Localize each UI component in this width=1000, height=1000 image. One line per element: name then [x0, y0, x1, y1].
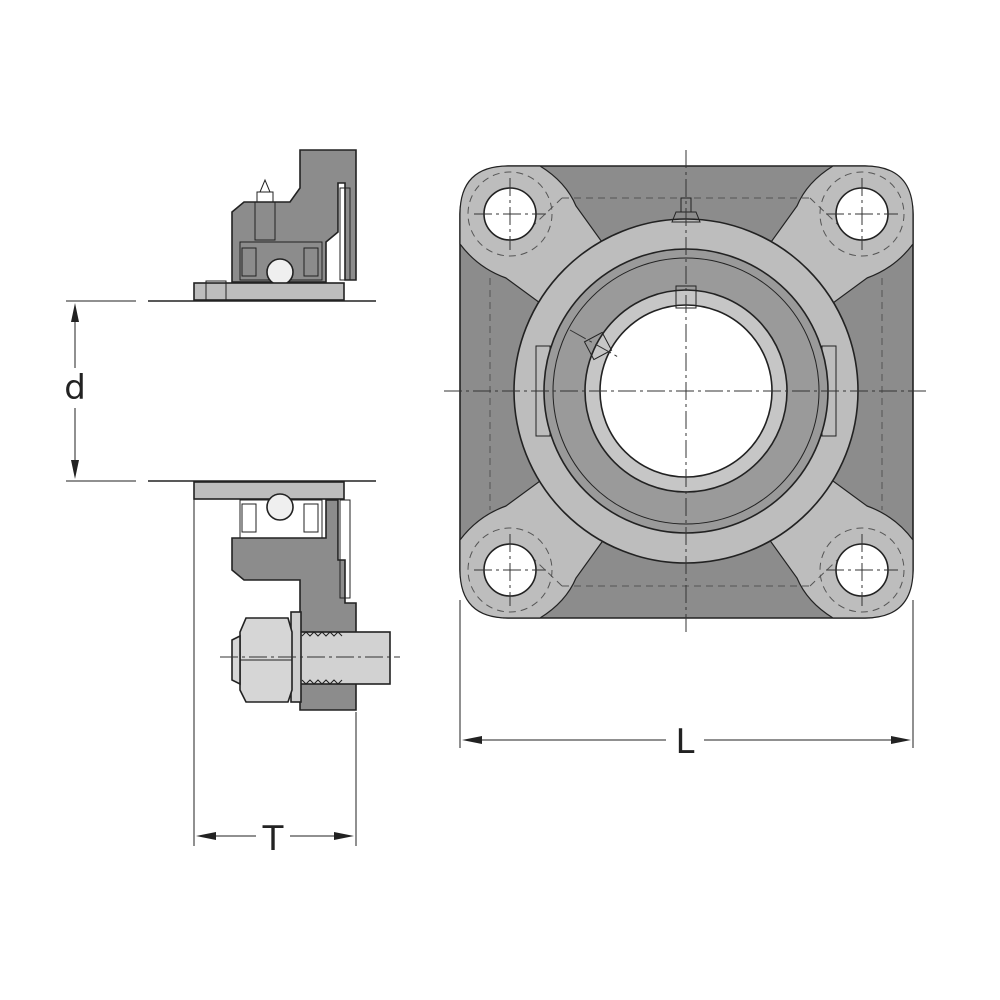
lower-inner-ring [193, 481, 345, 500]
upper-ball-icon [266, 258, 294, 286]
upper-set-screw-icon [205, 280, 227, 301]
length-dimension: L [459, 600, 914, 762]
mounting-bolt-icon [220, 611, 400, 703]
upper-bearing-seal-right [303, 247, 319, 277]
front-view: L [444, 150, 928, 762]
hidden-boss-br [819, 527, 905, 613]
hidden-boss-bl [467, 527, 553, 613]
upper-housing-slot [339, 187, 351, 281]
hidden-boss-tr [819, 171, 905, 257]
bore-dimension-label: d [64, 368, 86, 408]
hidden-boss-tl [467, 171, 553, 257]
set-screw-side-icon [583, 331, 613, 361]
upper-housing-section [231, 149, 357, 283]
length-dimension-label: L [676, 722, 695, 762]
lower-bearing-seal-left [241, 503, 257, 533]
upper-inner-ring [193, 282, 345, 301]
set-screw-axis [569, 329, 621, 359]
lower-ball-icon [266, 493, 294, 521]
width-dimension: T [193, 490, 357, 859]
bolt-hole-centerlines [474, 178, 898, 606]
lower-housing-slot [339, 499, 351, 599]
grease-nipple-upper-icon [254, 178, 276, 241]
upper-bearing-seal-left [241, 247, 257, 277]
lower-bearing-seal-right [303, 503, 319, 533]
side-section-view: d T [64, 149, 400, 859]
bore-dimension: d [64, 300, 136, 482]
width-dimension-label: T [262, 819, 284, 859]
